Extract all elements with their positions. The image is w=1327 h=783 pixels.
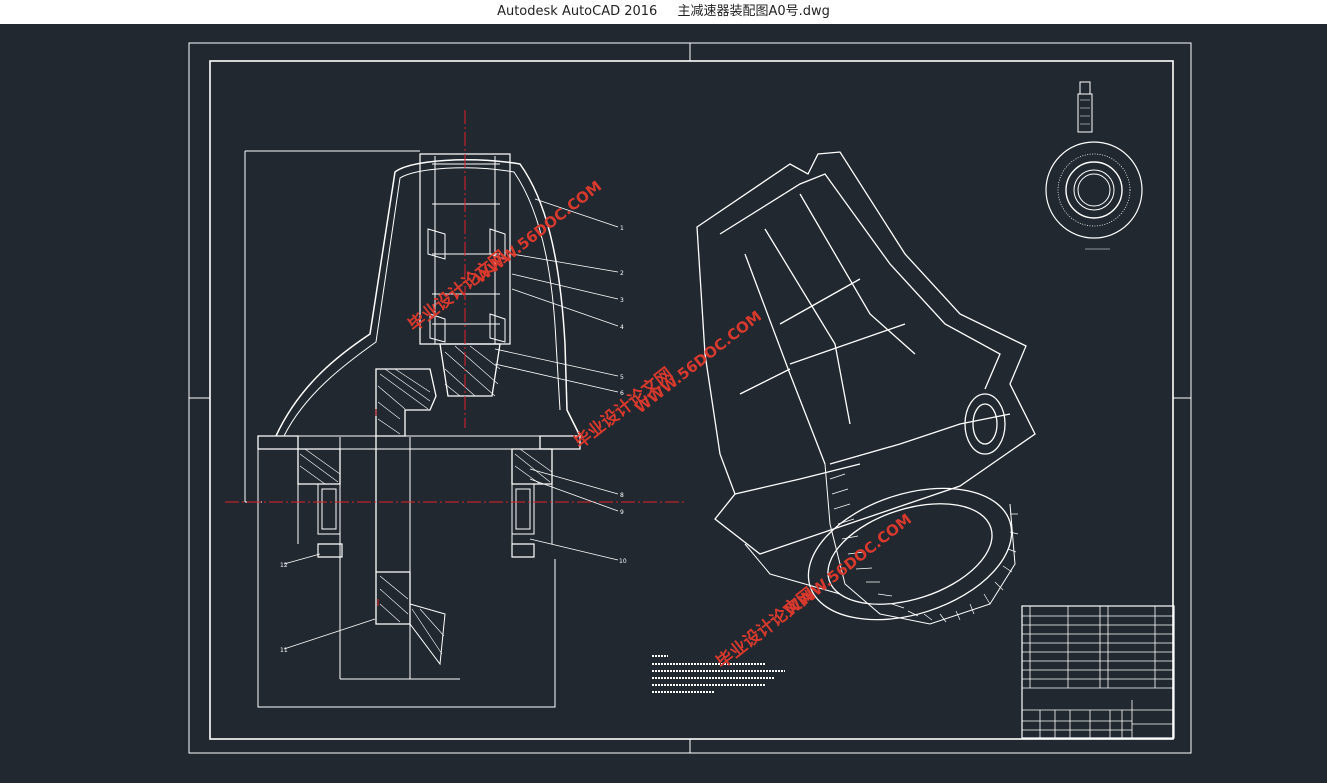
balloon-10: 10 bbox=[619, 558, 627, 565]
section-view bbox=[244, 150, 581, 708]
outer-border bbox=[188, 42, 1192, 754]
drawing-canvas[interactable]: 1 2 3 4 5 6 8 9 10 12 11 毕业设计论文网 WWW.56D… bbox=[0, 24, 1327, 783]
leader-lines bbox=[283, 198, 619, 650]
title-block bbox=[1021, 605, 1175, 739]
isometric-view bbox=[696, 151, 1036, 625]
centerlines bbox=[225, 110, 686, 606]
watermark-url-2: WWW.56DOC.COM bbox=[631, 307, 765, 417]
balloon-3: 3 bbox=[620, 297, 624, 304]
technical-notes bbox=[652, 655, 785, 693]
balloon-4: 4 bbox=[620, 324, 624, 331]
inner-border bbox=[209, 60, 1174, 740]
watermarks: 毕业设计论文网 WWW.56DOC.COM 毕业设计论文网 WWW.56DOC.… bbox=[404, 177, 915, 673]
file-name: 主减速器装配图A0号.dwg bbox=[677, 4, 830, 19]
balloon-5: 5 bbox=[620, 374, 624, 381]
balloon-labels: 1 2 3 4 5 6 8 9 10 12 11 bbox=[280, 225, 627, 654]
gear-detail-view bbox=[1045, 81, 1143, 250]
balloon-2: 2 bbox=[620, 270, 624, 277]
window-title-bar: Autodesk AutoCAD 2016 主减速器装配图A0号.dwg bbox=[0, 0, 1327, 24]
balloon-1: 1 bbox=[620, 225, 624, 232]
balloon-12: 12 bbox=[280, 562, 288, 569]
center-marks bbox=[189, 43, 1191, 753]
balloon-11: 11 bbox=[280, 647, 288, 654]
balloon-8: 8 bbox=[620, 492, 624, 499]
balloon-9: 9 bbox=[620, 509, 624, 516]
app-name: Autodesk AutoCAD 2016 bbox=[497, 4, 658, 19]
watermark-url-1: WWW.56DOC.COM bbox=[471, 177, 605, 287]
balloon-6: 6 bbox=[620, 390, 624, 397]
